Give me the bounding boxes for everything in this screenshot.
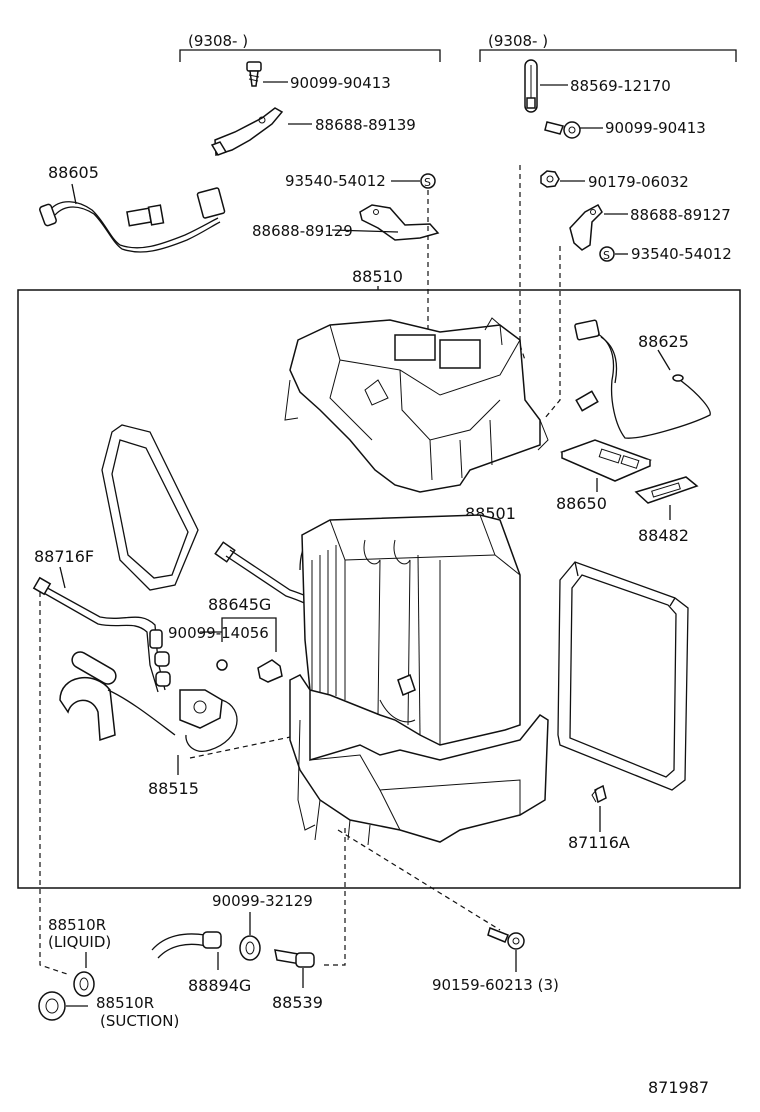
leader-dash-c	[544, 246, 561, 419]
s-mark-right: S	[603, 249, 610, 262]
bracket-group-left: (9308- )	[179, 32, 441, 62]
label-suction: (SUCTION)	[100, 1012, 179, 1030]
label-88510R-liquid: 88510R	[48, 916, 106, 934]
evaporator-88501: 88501	[301, 504, 521, 746]
label-88894G: 88894G	[188, 976, 251, 995]
label-88625: 88625	[638, 332, 689, 351]
label-90099-90413-a: 90099-90413	[290, 74, 391, 92]
clip-part	[59, 651, 117, 742]
board-88650: 88650	[556, 439, 653, 513]
gasket-88482: 88482	[634, 476, 699, 545]
part-93540-54012-right: S 93540-54012	[599, 245, 732, 263]
label-88515: 88515	[148, 779, 199, 798]
s-mark-top: S	[424, 176, 431, 189]
bracket-left-label: (9308- )	[188, 32, 248, 50]
label-88650: 88650	[556, 494, 607, 513]
nut-90179-06032: 90179-06032	[540, 170, 689, 191]
label-88688-89139: 88688-89139	[315, 116, 416, 134]
label-90179-06032: 90179-06032	[588, 173, 689, 191]
label-88688-89129: 88688-89129	[252, 222, 353, 240]
bracket-88688-89139: 88688-89139	[210, 107, 416, 156]
label-90099-32129: 90099-32129	[212, 892, 313, 910]
label-88510: 88510	[352, 267, 403, 286]
leader-dash-b	[519, 165, 526, 361]
part-93540-54012-top: 93540-54012 S	[285, 172, 436, 190]
part-88569-12170: 88569-12170	[524, 59, 671, 113]
label-88539: 88539	[272, 993, 323, 1012]
assembly-box-88510: 88510	[17, 267, 741, 889]
label-93540-54012-a: 93540-54012	[285, 172, 386, 190]
diagram-number: 871987	[648, 1078, 709, 1097]
lower-case	[289, 674, 549, 846]
label-88716F: 88716F	[34, 547, 94, 566]
upper-case	[284, 317, 549, 493]
label-88510R-suction: 88510R	[96, 994, 154, 1012]
label-88645G: 88645G	[208, 595, 271, 614]
label-88569-12170: 88569-12170	[570, 77, 671, 95]
tube-frame-left	[101, 424, 199, 591]
label-90099-90413-b: 90099-90413	[605, 119, 706, 137]
leader-dash-d	[39, 592, 71, 976]
pipe-88539: 88539	[272, 949, 323, 1012]
screw-90159-60213: 90159-60213 (3)	[432, 927, 559, 994]
pipe-88716F: 88716F	[32, 547, 166, 693]
label-90099-14056: 90099-14056	[168, 624, 269, 642]
bracket-88688-89129: 88688-89129	[252, 204, 440, 241]
bracket-group-right: (9308- )	[479, 32, 737, 62]
label-liquid: (LIQUID)	[48, 933, 111, 951]
label-88688-89127: 88688-89127	[630, 206, 731, 224]
label-87116A: 87116A	[568, 833, 630, 852]
leader-dash-f	[337, 829, 501, 931]
hose-88894G: 88894G	[151, 931, 251, 995]
part-88510R-liquid: 88510R (LIQUID)	[48, 916, 111, 997]
label-90159-60213: 90159-60213 (3)	[432, 976, 559, 994]
group-88645G: 88645G 90099-14056	[168, 595, 283, 683]
harness-88605: 88605	[39, 163, 226, 253]
leader-dash-e	[320, 828, 346, 966]
screw-90099-90413-left: 90099-90413	[246, 61, 391, 92]
screw-90099-90413-right: 90099-90413	[544, 119, 706, 139]
frame-right	[557, 561, 689, 791]
label-93540-54012-b: 93540-54012	[631, 245, 732, 263]
label-88482: 88482	[638, 526, 689, 545]
part-88510R-suction: 88510R (SUCTION)	[38, 991, 179, 1030]
bracket-88688-89127: 88688-89127	[569, 203, 731, 251]
valve-88515: 88515	[107, 689, 301, 798]
bracket-right-label: (9308- )	[488, 32, 548, 50]
sensor-88625: 88625	[574, 319, 711, 439]
label-88605: 88605	[48, 163, 99, 182]
clip-87116A: 87116A	[568, 784, 630, 852]
part-90099-32129: 90099-32129	[212, 892, 313, 961]
